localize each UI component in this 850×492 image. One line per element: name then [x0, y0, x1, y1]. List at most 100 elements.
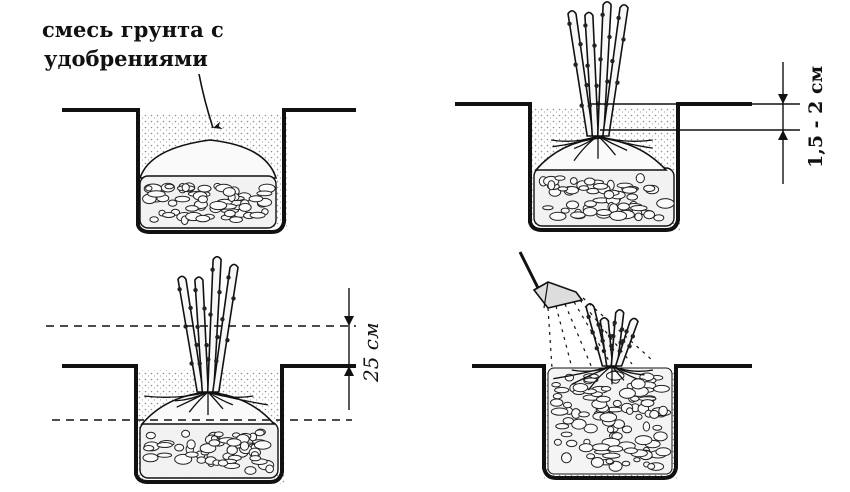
- stone: [542, 205, 554, 211]
- stone: [578, 443, 594, 453]
- root: [597, 135, 653, 142]
- stone: [239, 441, 250, 451]
- root: [587, 365, 613, 391]
- stone: [626, 407, 634, 415]
- bud: [600, 338, 605, 344]
- stone: [249, 455, 261, 462]
- drainage-stones: [538, 173, 675, 222]
- cane: [567, 9, 595, 137]
- cane: [614, 317, 639, 367]
- stone: [143, 445, 155, 452]
- stone: [649, 409, 660, 419]
- bud: [585, 63, 590, 68]
- stone: [142, 453, 159, 463]
- root: [552, 135, 599, 148]
- stone: [630, 205, 648, 212]
- stone: [630, 378, 646, 390]
- stone: [551, 382, 561, 388]
- stone: [643, 210, 656, 220]
- bud: [612, 320, 617, 325]
- pit-outline: [472, 364, 752, 480]
- stone: [653, 214, 665, 222]
- bud: [225, 338, 230, 343]
- stone: [582, 207, 598, 217]
- stone: [566, 439, 578, 448]
- cane: [206, 255, 222, 393]
- stone: [633, 457, 641, 463]
- root: [188, 391, 209, 413]
- stone: [634, 435, 653, 446]
- bud: [624, 329, 629, 334]
- dim-arrow-down: [778, 94, 788, 104]
- stone: [591, 443, 611, 452]
- stone: [553, 438, 562, 446]
- stone: [656, 198, 675, 209]
- stone: [623, 447, 638, 455]
- bud: [607, 333, 613, 339]
- stone: [603, 190, 615, 200]
- stone: [653, 384, 670, 393]
- panel-step-1-soil-mix: смесь грунта с удобрениями: [42, 17, 356, 234]
- stone: [605, 371, 625, 381]
- stone: [549, 211, 567, 221]
- stone: [560, 207, 570, 214]
- stone: [552, 393, 563, 400]
- stone: [238, 202, 252, 212]
- soil-mix-label-line1: смесь грунта с: [42, 17, 224, 42]
- stone: [606, 425, 615, 434]
- stone: [652, 424, 663, 431]
- bud: [605, 79, 610, 84]
- stone: [226, 445, 238, 455]
- stone: [222, 187, 236, 197]
- bud: [616, 15, 621, 21]
- bud: [592, 43, 597, 48]
- stone: [213, 431, 224, 438]
- stone: [197, 184, 212, 193]
- dim-arrow-down: [344, 316, 354, 326]
- stone: [621, 460, 631, 467]
- stone: [547, 180, 556, 191]
- bud: [601, 348, 607, 354]
- stone: [550, 398, 564, 407]
- panel-step-2-planting: 1,5 - 2 см: [455, 0, 827, 232]
- bud: [627, 344, 632, 349]
- stone: [599, 412, 618, 423]
- bud: [193, 287, 198, 293]
- stone: [586, 453, 596, 460]
- panel-step-4-watering: [472, 251, 752, 480]
- bud: [587, 103, 592, 109]
- bud: [202, 306, 207, 311]
- bud: [567, 21, 572, 26]
- stone: [244, 466, 257, 475]
- stone: [621, 425, 633, 434]
- stone: [248, 195, 264, 203]
- stone: [181, 429, 191, 438]
- depth-lower-label: 25 см: [359, 322, 383, 383]
- stone: [590, 457, 605, 468]
- bud: [220, 317, 225, 322]
- stone: [555, 423, 570, 430]
- stone: [563, 401, 572, 409]
- bud: [573, 62, 578, 67]
- stone: [224, 209, 236, 218]
- stone: [561, 452, 572, 464]
- stone: [195, 214, 211, 223]
- seedling: [144, 255, 269, 416]
- stone: [550, 407, 569, 416]
- dim-arrow-up: [778, 130, 788, 140]
- bud: [583, 23, 588, 28]
- drainage-stones: [142, 182, 276, 226]
- dim-arrow-up: [344, 366, 354, 376]
- bud: [204, 343, 209, 348]
- stone: [583, 377, 599, 383]
- soil-mix-mound: [138, 139, 278, 179]
- stone: [185, 451, 199, 458]
- bud: [188, 305, 193, 311]
- bud: [594, 346, 599, 351]
- stone: [249, 211, 266, 219]
- stone: [226, 438, 242, 447]
- stone: [164, 183, 175, 190]
- bud: [231, 296, 236, 301]
- seedling: [550, 0, 653, 162]
